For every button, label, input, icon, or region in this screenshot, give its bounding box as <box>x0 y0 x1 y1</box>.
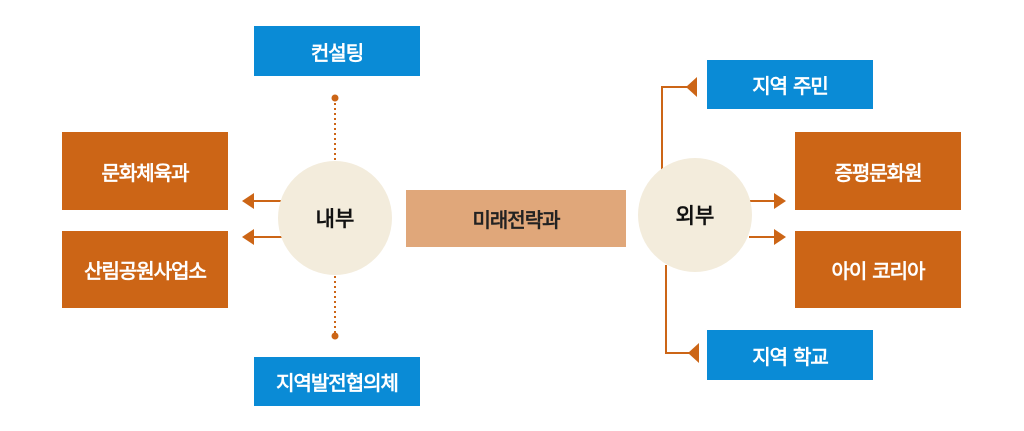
box-consulting: 컨설팅 <box>254 26 420 76</box>
box-forest-park: 산림공원사업소 <box>62 231 228 308</box>
arrowhead-right-1 <box>774 193 786 209</box>
arrowhead-left-2 <box>242 229 254 245</box>
circle-internal: 내부 <box>278 161 392 275</box>
bracket-line-top <box>661 86 690 170</box>
bracket-line-bottom <box>665 265 690 354</box>
arrowhead-right-2 <box>774 229 786 245</box>
box-local-schools: 지역 학교 <box>707 330 873 380</box>
box-regional-council: 지역발전협의체 <box>254 357 420 406</box>
box-i-korea: 아이 코리아 <box>795 231 961 308</box>
box-jeungpyeong-culture: 증평문화원 <box>795 132 961 210</box>
arrowhead-left-1 <box>242 193 254 209</box>
dot-bottom <box>331 332 339 340</box>
arrowhead-bottom <box>688 343 699 363</box>
arrowhead-top <box>686 77 697 97</box>
box-culture-sports: 문화체육과 <box>62 132 228 210</box>
box-local-residents: 지역 주민 <box>707 60 873 109</box>
box-future-strategy: 미래전략과 <box>406 190 626 247</box>
dot-top <box>331 94 339 102</box>
circle-external: 외부 <box>638 158 752 272</box>
